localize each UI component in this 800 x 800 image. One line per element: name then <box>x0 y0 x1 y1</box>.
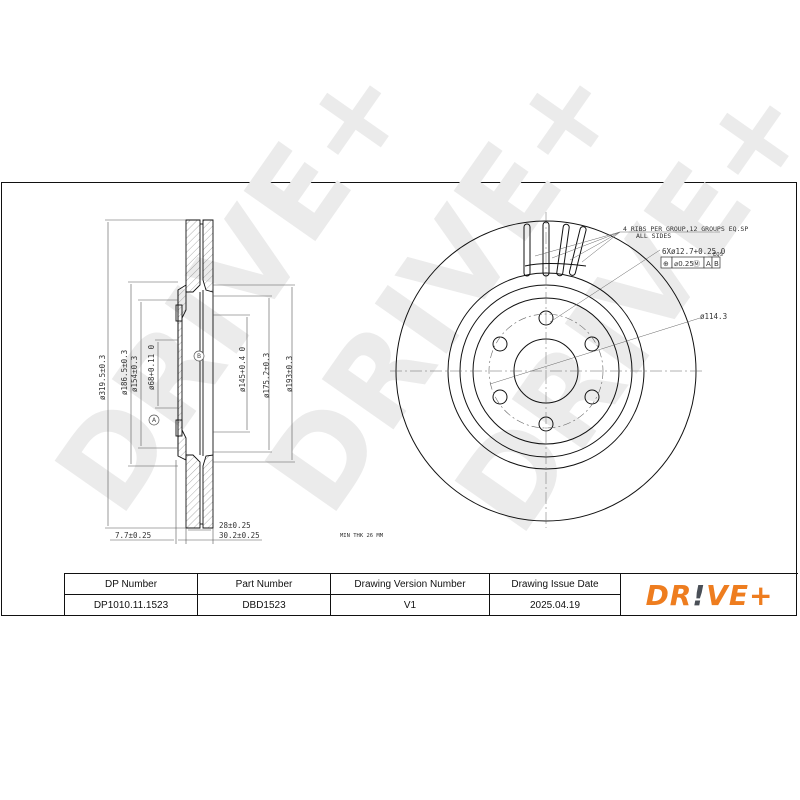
bolt-hole-lower-left <box>492 389 508 405</box>
dim-thickness: 28±0.25 <box>219 521 251 530</box>
dim-154: ø154±0.3 <box>130 356 139 392</box>
logo-dr: DR <box>645 578 693 612</box>
drive-plus-logo: DR!VE+ <box>620 573 798 616</box>
section-view <box>175 219 214 529</box>
dim-145: ø145+0.4 0 <box>238 346 247 392</box>
dim-hat-offset: 7.7±0.25 <box>115 531 151 540</box>
header-dp-number: DP Number <box>64 573 198 595</box>
bolt-hole-upper-left <box>492 336 508 352</box>
ribs-note: 4 RIBS PER GROUP,12 GROUPS EQ.SP <box>623 225 748 233</box>
datum-b-label: B <box>197 353 201 360</box>
bolt-hole-lower-right <box>584 389 600 405</box>
value-drawing-version: V1 <box>330 594 490 616</box>
dim-total-height: 30.2±0.25 <box>219 531 260 540</box>
tolerance-frame <box>660 256 721 269</box>
dim-outer-diameter: ø319.5±0.3 <box>98 355 107 400</box>
header-drawing-version: Drawing Version Number <box>330 573 490 595</box>
center-lines <box>390 212 705 528</box>
mmc-symbol-icon: Ⓜ <box>693 260 700 268</box>
bolt-holes-eqs: EQS <box>713 252 723 258</box>
datum-ref-a: A <box>706 260 711 268</box>
value-part-number: DBD1523 <box>197 594 331 616</box>
logo-ve-plus: VE+ <box>706 578 774 612</box>
ribs-subnote: ALL SIDES <box>636 232 671 240</box>
datum-ref-b: B <box>714 260 719 268</box>
section-dimension-lines <box>105 219 295 544</box>
datum-a-label: A <box>152 417 157 424</box>
dim-175: ø175.2±0.3 <box>262 353 271 398</box>
header-issue-date: Drawing Issue Date <box>489 573 621 595</box>
value-issue-date: 2025.04.19 <box>489 594 621 616</box>
dim-193: ø193±0.3 <box>285 356 294 392</box>
header-part-number: Part Number <box>197 573 331 595</box>
vent-ribs <box>523 221 587 277</box>
value-dp-number: DP1010.11.1523 <box>64 594 198 616</box>
tolerance-value: ⌀0.25 <box>674 260 694 268</box>
bolt-holes-note: 6Xø12.7+0.25 0 <box>662 247 726 256</box>
pcd-dimension: ø114.3 <box>700 312 727 321</box>
dim-68: ø68+0.11 0 <box>147 344 156 390</box>
bolt-hole-top <box>538 310 554 326</box>
min-thickness-note: MIN THK 26 MM <box>340 533 384 539</box>
position-symbol-icon: ⊕ <box>663 260 669 268</box>
datum-markers <box>148 350 205 426</box>
logo-exclaim: ! <box>692 578 707 612</box>
leader-lines <box>489 231 720 385</box>
dim-186: ø186.5±0.3 <box>120 350 129 395</box>
